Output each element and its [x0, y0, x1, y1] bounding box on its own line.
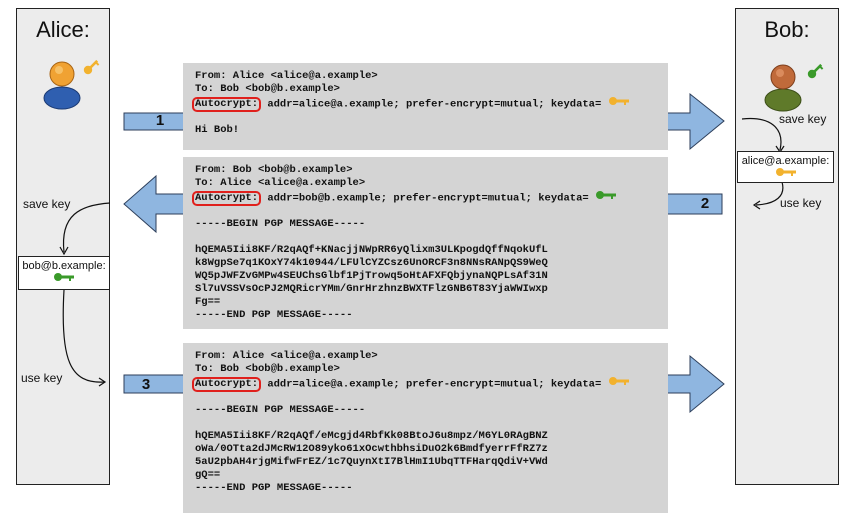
message-1-header-rest: addr=alice@a.example; prefer-encrypt=mut… [261, 98, 602, 111]
message-1-autocrypt-header: Autocrypt: addr=alice@a.example; prefer-… [192, 96, 668, 113]
message-3-pgp-line: hQEMA5Iii8KF/R2qAQf/eMcgjd4RbfKk08BtoJ6u… [195, 430, 548, 443]
alice-stored-key-box: bob@b.example: [18, 256, 110, 290]
message-2-header-rest: addr=bob@b.example; prefer-encrypt=mutua… [261, 192, 589, 205]
message-2-pgp-end: -----END PGP MESSAGE----- [195, 309, 353, 322]
autocrypt-highlight: Autocrypt: [192, 191, 262, 207]
bob-key-icon [595, 190, 617, 205]
message-2-autocrypt-header: Autocrypt: addr=bob@b.example; prefer-en… [192, 190, 668, 207]
step-1-number: 1 [155, 112, 165, 129]
alice-avatar [43, 61, 81, 110]
message-3-header-rest: addr=alice@a.example; prefer-encrypt=mut… [261, 378, 602, 391]
bob-stored-key-label: alice@a.example: [741, 155, 830, 167]
message-2: From: Bob <bob@b.example> To: Alice <ali… [183, 157, 668, 329]
alice-stored-key-label: bob@b.example: [22, 260, 106, 272]
message-3-pgp-line: gQ== [195, 469, 221, 482]
message-1: From: Alice <alice@a.example> To: Bob <b… [183, 63, 668, 150]
alice-use-key-connector [62, 289, 105, 383]
message-3-pgp-end: -----END PGP MESSAGE----- [195, 482, 353, 495]
message-1-body: Hi Bob! [195, 124, 240, 137]
message-3-pgp-line: 5aU2pbAH4rjgMifwFrEZ/1c7QuynXtI7BlHmI1Ub… [195, 456, 548, 469]
step-2-number: 2 [700, 195, 710, 212]
message-2-to: To: Alice <alice@a.example> [195, 177, 366, 189]
message-3: From: Alice <alice@a.example> To: Bob <b… [183, 343, 668, 513]
alice-save-key-connector [62, 202, 111, 253]
message-1-from: From: Alice <alice@a.example> [195, 70, 378, 82]
message-2-pgp-line: Sl7uVSSVsOcPJ2MQRicrYMm/GnrHrzhnzBWXTFlz… [195, 283, 548, 296]
bob-stored-key-box: alice@a.example: [737, 151, 834, 183]
message-1-to: To: Bob <bob@b.example> [195, 83, 340, 95]
step-3-number: 3 [141, 376, 151, 393]
message-2-pgp-line: hQEMA5Iii8KF/R2qAQf+KNacjjNWpRR6yQlixm3U… [195, 244, 548, 257]
message-2-pgp-line: Fg== [195, 296, 221, 309]
autocrypt-highlight: Autocrypt: [192, 377, 262, 393]
alice-title: Alice: [36, 17, 90, 42]
message-3-pgp-begin: -----BEGIN PGP MESSAGE----- [195, 404, 366, 417]
alice-key-icon [83, 59, 100, 75]
message-2-pgp-line: WQ5pJWFZvGMPw4SEUChsGlbf1PjTrowq5oHtAFXF… [195, 270, 548, 283]
message-3-autocrypt-header: Autocrypt: addr=alice@a.example; prefer-… [192, 376, 668, 393]
bob-use-key-label: use key [780, 196, 822, 210]
message-3-pgp-line: oWa/0OTta2dJMcRW12O89yko61xOcwthbhsiDuO2… [195, 443, 548, 456]
bob-save-key-label: save key [779, 112, 827, 126]
alice-save-key-label: save key [23, 197, 71, 211]
autocrypt-highlight: Autocrypt: [192, 97, 262, 113]
alice-key-icon [608, 96, 630, 111]
bob-key-icon [807, 63, 824, 79]
message-3-to: To: Bob <bob@b.example> [195, 363, 340, 375]
message-2-from: From: Bob <bob@b.example> [195, 164, 353, 176]
bob-avatar [764, 64, 802, 112]
alice-use-key-label: use key [21, 371, 63, 385]
message-2-pgp-begin: -----BEGIN PGP MESSAGE----- [195, 218, 366, 231]
message-2-pgp-line: k8WgpSe7q1KOxY74k10944/LFUlCYZCsz6UnORCF… [195, 257, 548, 270]
bob-save-key-connector [741, 117, 782, 151]
alice-key-icon [775, 168, 796, 176]
bob-title: Bob: [764, 17, 810, 42]
alice-key-icon [608, 376, 630, 391]
message-3-from: From: Alice <alice@a.example> [195, 350, 378, 362]
bob-use-key-connector [755, 181, 784, 206]
bob-key-icon [54, 273, 74, 281]
